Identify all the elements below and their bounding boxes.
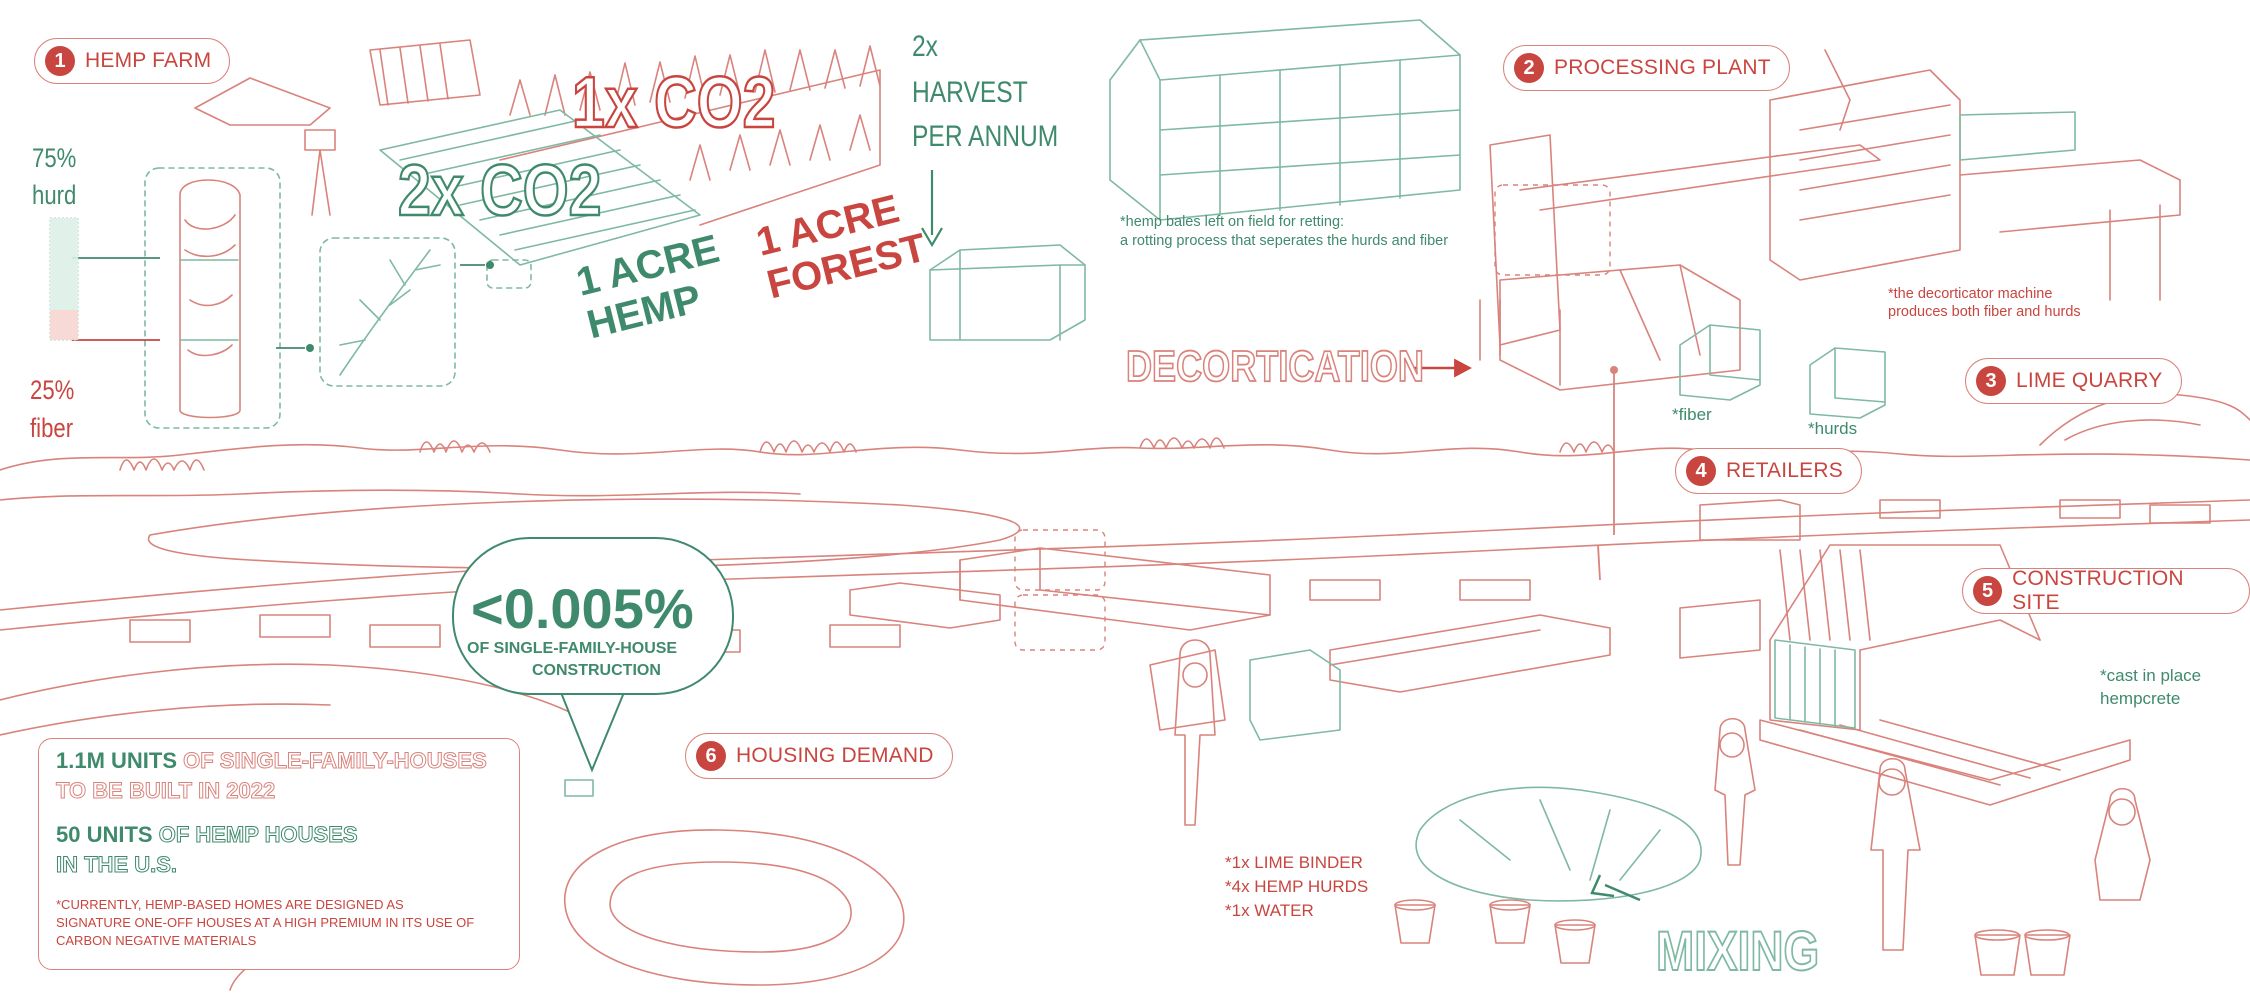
recipe-hemp-hurds: *4x HEMP HURDS [1225,877,1369,896]
market-share-caption-2: CONSTRUCTION [532,662,661,679]
mixing-title: MIXING [1655,918,1820,983]
step-number: 4 [1686,456,1716,486]
horizon-treeline [0,443,2250,471]
step-number: 5 [1973,576,2003,606]
retting-note-1: *hemp bales left on field for retting: [1120,214,1345,230]
hemp-bag-stack [1249,649,1341,741]
label-construction-site: 5 CONSTRUCTION SITE [1962,567,2250,614]
demand-line-1: 1.1M UNITS OF SINGLE-FAMILY-HOUSES [56,748,487,774]
fiber-output-label: *fiber [1672,405,1712,424]
lake-outline [147,498,1021,569]
deck-platform [1759,719,2131,806]
recipe-water: *1x WATER [1225,901,1314,920]
co2-hemp: 2x CO2 [397,150,603,233]
pallet-callout-box [1014,594,1106,651]
label-housing-demand: 6 HOUSING DEMAND [685,733,953,779]
hempcrete-note-1: *cast in place [2100,666,2202,685]
label-lime-quarry: 3 LIME QUARRY [1965,358,2182,404]
hempcrete-wall [1774,639,1856,729]
step-title: LIME QUARRY [2016,369,2163,392]
hurd-percent: 75% [32,143,77,173]
mixing-pile [1415,786,1702,902]
stalk-callout-box [144,167,281,429]
co2-forest: 1x CO2 [571,62,777,145]
pallet-stack [1329,614,1611,693]
hurd-label: hurd [32,180,77,210]
retting-note-2: a rotting process that seperates the hur… [1120,233,1449,249]
harvest-line2: HARVEST [912,76,1028,109]
step-number: 3 [1976,366,2006,396]
retail-worker [1149,649,1226,731]
hay-bale-stack [1109,19,1461,221]
demand-line-4: IN THE U.S. [55,852,178,878]
leaf-callout-box [319,237,456,387]
step-number: 6 [696,741,726,771]
hempcrete-note-2: hempcrete [2100,689,2181,708]
label-processing-plant: 2 PROCESSING PLANT [1503,45,1790,91]
demand-units-desc: OF SINGLE-FAMILY-HOUSES [177,748,488,774]
demand-footnote-1: *CURRENTLY, HEMP-BASED HOMES ARE DESIGNE… [56,897,404,912]
recipe-lime-binder: *1x LIME BINDER [1225,853,1363,872]
fiber-label: fiber [30,413,74,443]
label-retailers: 4 RETAILERS [1675,448,1862,494]
fiber-box [1679,324,1761,401]
fiber-percent: 25% [30,375,75,405]
step-number: 2 [1514,53,1544,83]
demand-footnote-3: CARBON NEGATIVE MATERIALS [56,933,257,948]
demand-footnote-2: SIGNATURE ONE-OFF HOUSES AT A HIGH PREMI… [56,915,475,930]
hemp-units-desc: OF HEMP HOUSES [152,822,358,848]
demand-line-3: 50 UNITS OF HEMP HOUSES [56,822,358,848]
highway [0,499,2250,611]
farm-barn [194,77,331,126]
forest-trees [499,45,881,226]
harvest-line3: PER ANNUM [912,120,1059,153]
hemp-bale-on-machine [1959,111,2076,161]
demand-line-2: TO BE BUILT IN 2022 [55,778,276,804]
hemp-field [379,109,701,266]
hurds-box [1809,347,1886,419]
label-hemp-farm: 1 HEMP FARM [34,38,231,84]
decortication-label: DECORTICATION [1125,341,1424,392]
warehouse [959,547,1271,631]
step-title: HOUSING DEMAND [736,744,934,767]
suburb-street [0,663,601,731]
suburb-loop-road [564,829,905,986]
buckets [1394,899,2071,976]
step-title: HEMP FARM [85,49,212,72]
step-title: CONSTRUCTION SITE [2012,567,2184,614]
single-hay-bale [929,244,1086,341]
hurd-fiber-ratio-bar [49,217,79,341]
housing-demand-panel [38,738,520,970]
market-share-caption-1: OF SINGLE-FAMILY-HOUSE [467,640,678,657]
decorticator-note-1: *the decorticator machine [1888,286,2053,302]
market-share-bubble [452,537,734,695]
hemp-units-total: 50 UNITS [56,822,153,847]
step-title: PROCESSING PLANT [1554,56,1771,79]
worker-sketches [1174,639,2151,951]
step-number: 1 [45,46,75,76]
decorticator-machine [1769,69,1961,281]
harvest-line1: 2x [912,30,938,63]
hemp-leaf [339,249,441,376]
hurds-output-label: *hurds [1808,419,1858,438]
market-share-percent: <0.005% [471,577,694,640]
warehouse-callout-box [1014,529,1106,591]
step-title: RETAILERS [1726,459,1843,482]
hemp-stalk [179,179,241,419]
demand-units-total: 1.1M UNITS [56,748,178,773]
decorticator-note-2: produces both fiber and hurds [1888,304,2081,320]
bubble-tail [559,689,626,773]
